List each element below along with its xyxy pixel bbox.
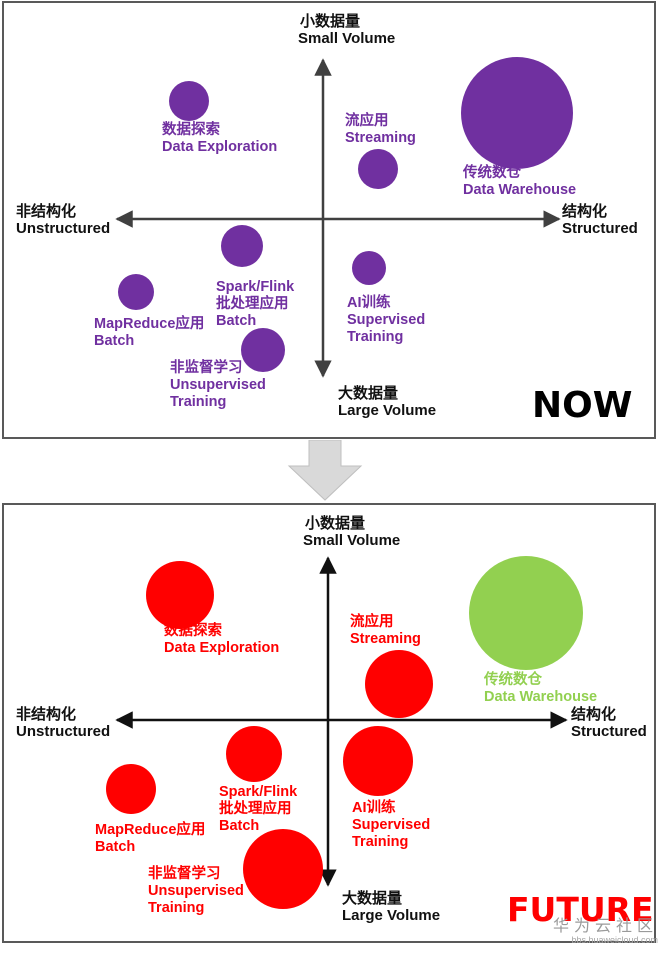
future-axis-left-label: 非结构化 Unstructured	[16, 706, 111, 740]
now-unsupervised-training-bubble	[241, 328, 285, 372]
future-unsupervised-training-bubble	[243, 829, 323, 909]
now-quadrant-canvas	[115, 57, 573, 378]
future-data-warehouse-bubble	[469, 556, 583, 670]
future-spark-flink-batch-bubble	[226, 726, 282, 782]
future-data-warehouse-label: 传统数仓 Data Warehouse	[484, 672, 598, 705]
now-ai-training-bubble	[352, 251, 386, 285]
transition-down-arrow	[287, 440, 363, 501]
now-streaming-bubble	[358, 149, 398, 189]
now-axis-right-label: 结构化 Structured	[562, 203, 638, 237]
future-quadrant-canvas	[106, 556, 583, 909]
now-mapreduce-batch-label: MapReduce应用 Batch	[94, 316, 205, 349]
now-mapreduce-batch-bubble	[118, 274, 154, 310]
watermark-url: bbs.huaweicloud.com	[571, 935, 658, 945]
now-axis-top-label: 小数据量 Small Volume	[298, 13, 396, 47]
now-ai-training-label: AI训练 Supervised Training	[347, 295, 426, 345]
now-data-exploration-bubble	[169, 81, 209, 121]
now-spark-flink-batch-label: Spark/Flink 批处理应用 Batch	[216, 279, 295, 329]
future-axis-right-label: 结构化 Structured	[571, 706, 647, 740]
future-quadrant-panel: 小数据量 Small Volume 大数据量 Large Volume 非结构化…	[2, 503, 656, 943]
now-spark-flink-batch-bubble	[221, 225, 263, 267]
future-data-exploration-bubble	[146, 561, 214, 629]
future-axis-bottom-label: 大数据量 Large Volume	[342, 890, 441, 924]
future-ai-training-bubble	[343, 726, 413, 796]
future-streaming-bubble	[365, 650, 433, 718]
now-axis-bottom-label: 大数据量 Large Volume	[338, 385, 437, 419]
future-mapreduce-batch-label: MapReduce应用 Batch	[95, 822, 206, 855]
future-mapreduce-batch-bubble	[106, 764, 156, 814]
now-quadrant-panel: 小数据量 Small Volume 大数据量 Large Volume 非结构化…	[2, 1, 656, 439]
now-data-warehouse-bubble	[461, 57, 573, 169]
now-unsupervised-training-label: 非监督学习 Unsupervised Training	[170, 360, 266, 410]
now-streaming-label: 流应用 Streaming	[345, 113, 416, 146]
watermark-text: 华为云社区	[552, 918, 658, 935]
future-data-exploration-label: 数据探索 Data Exploration	[164, 623, 280, 656]
future-ai-training-label: AI训练 Supervised Training	[352, 800, 431, 850]
now-data-warehouse-label: 传统数仓 Data Warehouse	[463, 165, 577, 198]
now-axis-left-label: 非结构化 Unstructured	[16, 203, 111, 237]
now-stamp: NOW	[532, 385, 633, 426]
future-stamp: FUTURE	[507, 890, 654, 929]
now-data-exploration-label: 数据探索 Data Exploration	[162, 122, 278, 155]
future-spark-flink-batch-label: Spark/Flink 批处理应用 Batch	[219, 784, 298, 834]
future-unsupervised-training-label: 非监督学习 Unsupervised Training	[148, 866, 244, 916]
watermark: 华为云社区 bbs.huaweicloud.com	[552, 918, 658, 946]
future-axis-top-label: 小数据量 Small Volume	[303, 515, 401, 549]
future-streaming-label: 流应用 Streaming	[350, 614, 421, 647]
